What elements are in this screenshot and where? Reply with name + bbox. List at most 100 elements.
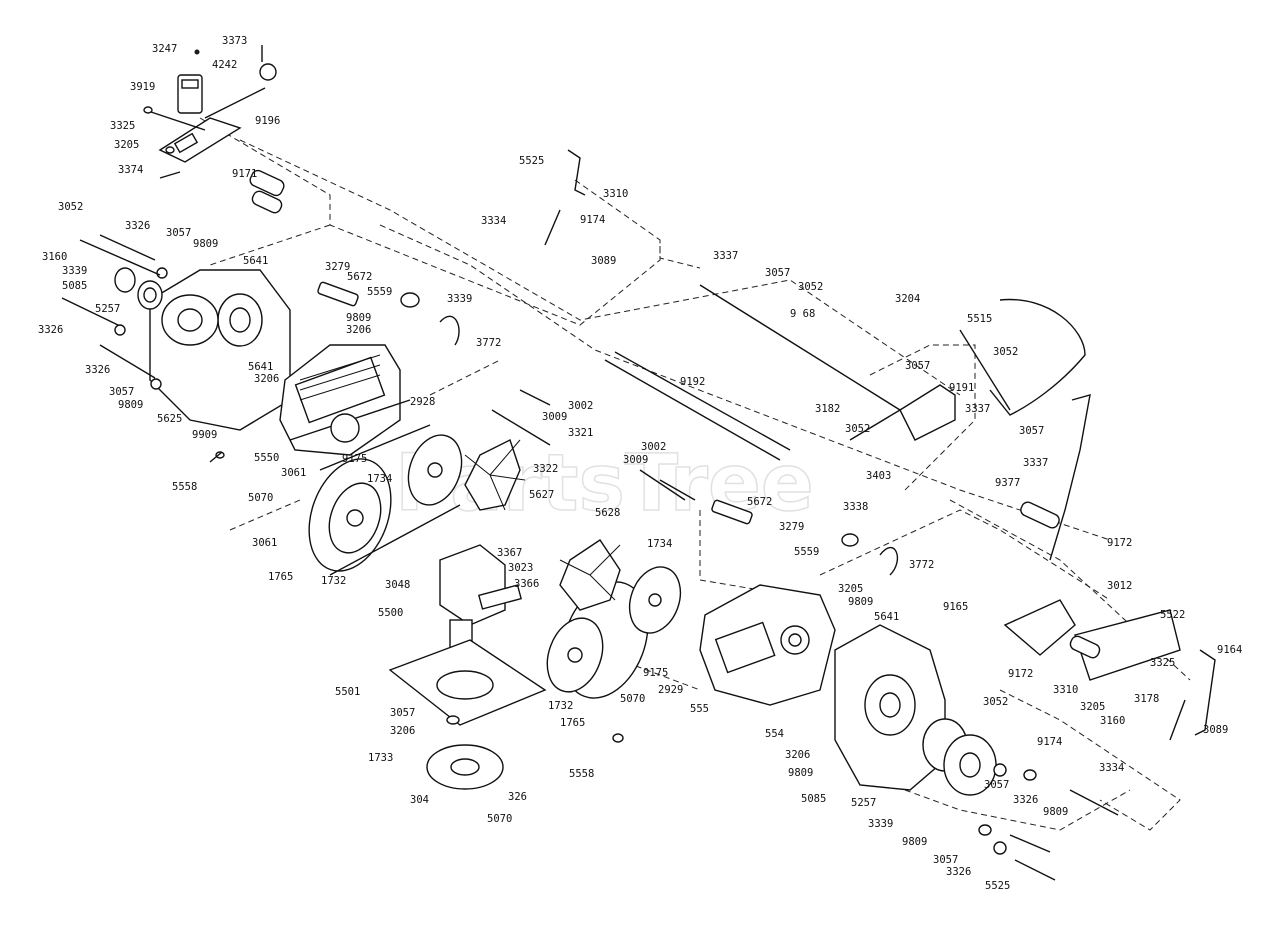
part-label: 2928: [410, 396, 435, 408]
part-label: 9809: [118, 399, 143, 411]
part-label: 3367: [497, 547, 522, 559]
part-label: 3919: [130, 81, 155, 93]
part-label: 9165: [943, 601, 968, 613]
part-label: 3002: [641, 441, 666, 453]
part-label: 304: [410, 794, 429, 806]
wire-3772: [439, 315, 460, 346]
switch-4242: [259, 63, 277, 81]
part-label: 9172: [1107, 537, 1132, 549]
part-label: 5672: [747, 496, 772, 508]
right-transmission: [834, 624, 1119, 881]
cover-5515: [989, 298, 1086, 416]
part-label: 9196: [255, 115, 280, 127]
part-label: 3326: [38, 324, 63, 336]
part-label: 555: [690, 703, 709, 715]
part-label: 3052: [798, 281, 823, 293]
part-label: 3247: [152, 43, 177, 55]
gearbox-5500: [439, 544, 506, 626]
part-label: 3279: [779, 521, 804, 533]
part-label: 3326: [85, 364, 110, 376]
part-label: 5085: [801, 793, 826, 805]
bracket-3057: [899, 384, 956, 441]
part-label: 5500: [378, 607, 403, 619]
part-label: 5628: [595, 507, 620, 519]
part-label: 3178: [1134, 693, 1159, 705]
rod-9192: [604, 359, 781, 461]
part-label: 3089: [591, 255, 616, 267]
part-label: 3206: [254, 373, 279, 385]
part-label: 4242: [212, 59, 237, 71]
part-label: 5522: [1160, 609, 1185, 621]
part-label: 3326: [1013, 794, 1038, 806]
plate-9165: [1074, 609, 1181, 681]
part-label: 3048: [385, 579, 410, 591]
bracket-9196: [158, 117, 242, 163]
part-label: 3339: [62, 265, 87, 277]
part-label: 3373: [222, 35, 247, 47]
part-label: 5627: [529, 489, 554, 501]
part-label: 3337: [713, 250, 738, 262]
part-label: 5559: [794, 546, 819, 558]
plate-5672b: [711, 499, 753, 525]
part-label: 5559: [367, 286, 392, 298]
part-label: 5070: [248, 492, 273, 504]
part-label: 3366: [514, 578, 539, 590]
part-label: 9172: [1008, 668, 1033, 680]
part-label: 1765: [268, 571, 293, 583]
part-label: 3326: [125, 220, 150, 232]
part-label: 1733: [368, 752, 393, 764]
part-label: 3339: [447, 293, 472, 305]
fan-5628: [559, 539, 621, 611]
spring-9174b: [1169, 699, 1186, 741]
bushing-9171: [249, 169, 285, 197]
part-label: 9175: [643, 667, 668, 679]
gearbox-and-deck: [388, 544, 547, 790]
part-label: 5515: [967, 313, 992, 325]
part-label: 1734: [367, 473, 392, 485]
part-label: 3023: [508, 562, 533, 574]
part-label: 3002: [568, 400, 593, 412]
part-label: 3057: [390, 707, 415, 719]
part-label: 3310: [1053, 684, 1078, 696]
part-label: 3334: [1099, 762, 1124, 774]
part-label: 3204: [895, 293, 920, 305]
part-label: 3325: [110, 120, 135, 132]
bushing-3403: [1020, 501, 1060, 529]
part-label: 9 68: [790, 308, 815, 320]
part-label: 5625: [157, 413, 182, 425]
part-label: 5672: [347, 271, 372, 283]
part-label: 5558: [569, 768, 594, 780]
part-label: 3061: [281, 467, 306, 479]
part-label: 5070: [487, 813, 512, 825]
part-label: 9174: [1037, 736, 1062, 748]
part-label: 3057: [765, 267, 790, 279]
part-label: 5641: [243, 255, 268, 267]
part-label: 9909: [192, 429, 217, 441]
part-label: 5257: [95, 303, 120, 315]
part-label: 9809: [1043, 806, 1068, 818]
left-hydro-pump: [279, 281, 460, 456]
part-label: 9377: [995, 477, 1020, 489]
part-label: 3057: [905, 360, 930, 372]
part-label: 3772: [476, 337, 501, 349]
part-label: 326: [508, 791, 527, 803]
part-label: 3338: [843, 501, 868, 513]
part-label: 3052: [983, 696, 1008, 708]
part-label: 5558: [172, 481, 197, 493]
pedal-5525: [567, 149, 586, 196]
part-label: 3160: [42, 251, 67, 263]
part-label: 5641: [248, 361, 273, 373]
part-label: 3057: [984, 779, 1009, 791]
part-label: 5641: [874, 611, 899, 623]
part-label: 3160: [1100, 715, 1125, 727]
right-linkage: [849, 298, 1216, 741]
part-label: 2929: [658, 684, 683, 696]
part-label: 3374: [118, 164, 143, 176]
part-label: 3337: [965, 403, 990, 415]
part-label: 3206: [390, 725, 415, 737]
part-label: 1732: [321, 575, 346, 587]
fan-5627: [464, 439, 526, 511]
pedal-5522: [1194, 649, 1216, 736]
part-label: 1732: [548, 700, 573, 712]
